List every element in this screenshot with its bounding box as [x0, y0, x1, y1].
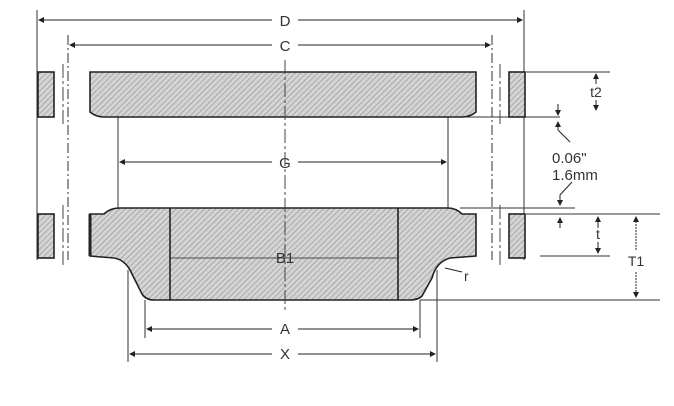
dim-label-t: t	[596, 226, 600, 242]
dim-label-C: C	[280, 38, 291, 55]
dim-label-X: X	[280, 346, 290, 363]
dim-label-D: D	[280, 13, 291, 30]
dim-label-G: G	[279, 155, 291, 172]
dim-label-B1: B1	[276, 250, 294, 267]
gap-label-mm: 1.6mm	[552, 167, 598, 184]
bottom-flange	[37, 207, 526, 301]
top-flange	[37, 71, 526, 118]
dimension-lines	[38, 17, 639, 357]
dim-label-A: A	[280, 321, 290, 338]
centerlines	[62, 60, 501, 312]
extension-lines	[36, 10, 660, 362]
dim-label-T1: T1	[628, 253, 645, 269]
dim-label-t2: t2	[590, 84, 602, 100]
gap-label-inches: 0.06"	[552, 150, 587, 167]
dim-label-r: r	[464, 268, 469, 284]
